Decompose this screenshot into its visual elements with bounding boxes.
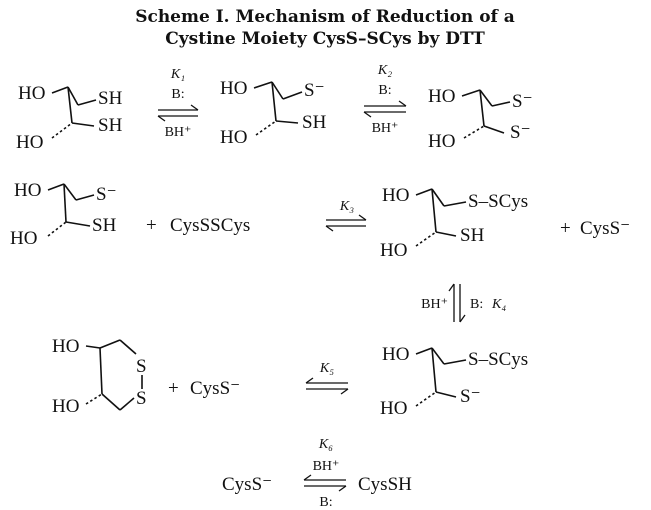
cystine-label: CysSSCys <box>170 215 250 236</box>
hydroxyl-label: HO <box>380 398 407 419</box>
thiolate-label: S⁻ <box>96 184 117 205</box>
thiolate-label: S⁻ <box>510 122 531 143</box>
thiol-label: SH <box>92 215 117 236</box>
scheme-title-line1: Scheme I. Mechanism of Reduction of a <box>135 7 515 27</box>
plus-sign: + <box>168 378 179 399</box>
hydroxyl-label: HO <box>14 180 41 201</box>
thiolate-label: S⁻ <box>512 91 533 112</box>
hydroxyl-label: HO <box>220 78 247 99</box>
thiol-label: SH <box>98 115 123 136</box>
sulfur-label: S <box>136 388 147 409</box>
disulfide-label: S–SCys <box>468 349 528 370</box>
equilibrium-arrow-k2: K₂ B: BH⁺ <box>363 63 407 136</box>
thiolate-label: S⁻ <box>460 386 481 407</box>
k6-label: K₆ <box>318 437 333 452</box>
k4-label: K₄ <box>491 297 506 312</box>
thiolate-label: S⁻ <box>304 80 325 101</box>
hydroxyl-label: HO <box>18 83 45 104</box>
hydroxyl-label: HO <box>52 396 79 417</box>
base-label: B: <box>378 83 391 98</box>
dtt-monothiolate: HO S⁻ HO SH <box>220 78 327 148</box>
sulfur-label: S <box>136 356 147 377</box>
mixed-disulfide-thiol: HO S–SCys HO SH <box>380 185 528 261</box>
plus-sign: + <box>560 218 571 239</box>
disulfide-label: S–SCys <box>468 191 528 212</box>
hydroxyl-label: HO <box>10 228 37 249</box>
cysteine-thiolate-label: CysS⁻ <box>580 218 630 239</box>
cysteine-label: CysSH <box>358 474 412 495</box>
thiol-label: SH <box>98 88 123 109</box>
dtt-dithiol: HO SH HO SH <box>16 83 123 153</box>
cysteine-thiolate-label: CysS⁻ <box>222 474 272 495</box>
hydroxyl-label: HO <box>382 185 409 206</box>
k3-label: K₃ <box>339 199 354 214</box>
acid-label: BH⁺ <box>372 121 399 136</box>
hydroxyl-label: HO <box>428 131 455 152</box>
k5-label: K₅ <box>319 361 334 376</box>
thiol-label: SH <box>302 112 327 133</box>
acid-label: BH⁺ <box>421 297 448 312</box>
plus-sign: + <box>146 215 157 236</box>
equilibrium-arrow-k1: K₁ B: BH⁺ <box>157 67 199 140</box>
mixed-disulfide-thiolate: HO S–SCys HO S⁻ <box>380 344 528 419</box>
equilibrium-arrow-k6: K₆ BH⁺ B: <box>303 437 347 510</box>
hydroxyl-label: HO <box>220 127 247 148</box>
k1-label: K₁ <box>170 67 185 82</box>
acid-label: BH⁺ <box>165 125 192 140</box>
base-label: B: <box>319 495 332 510</box>
acid-label: BH⁺ <box>313 459 340 474</box>
scheme-title-line2: Cystine Moiety CysS–SCys by DTT <box>165 29 485 49</box>
equilibrium-arrow-k4: BH⁺ B: K₄ <box>421 283 506 323</box>
cysteine-thiolate-label: CysS⁻ <box>190 378 240 399</box>
hydroxyl-label: HO <box>382 344 409 365</box>
equilibrium-arrow-k5: K₅ <box>305 361 349 395</box>
dtt-monothiolate: HO S⁻ HO SH <box>10 180 117 249</box>
equilibrium-arrow-k3: K₃ <box>325 199 367 232</box>
hydroxyl-label: HO <box>428 86 455 107</box>
k2-label: K₂ <box>377 63 392 78</box>
dtt-dithiolate: HO S⁻ HO S⁻ <box>428 86 533 152</box>
thiol-label: SH <box>460 225 485 246</box>
base-label: B: <box>470 297 483 312</box>
base-label: B: <box>171 87 184 102</box>
dtt-oxidized-ring: HO S S HO <box>52 336 147 417</box>
hydroxyl-label: HO <box>16 132 43 153</box>
hydroxyl-label: HO <box>52 336 79 357</box>
hydroxyl-label: HO <box>380 240 407 261</box>
